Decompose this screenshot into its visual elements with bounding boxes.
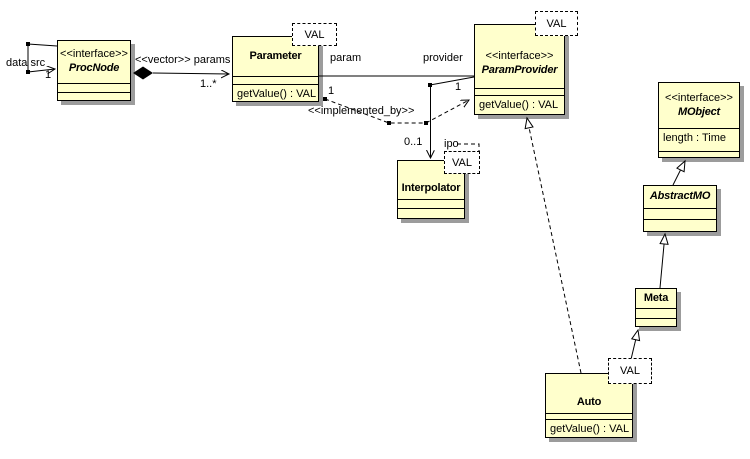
operations-compartment — [636, 318, 676, 326]
operations-compartment — [659, 151, 739, 157]
role-label-data-src: data src — [6, 57, 46, 69]
operations-compartment — [58, 92, 130, 100]
operations-compartment — [644, 219, 716, 231]
class-abstractmo[interactable]: AbstractMO — [643, 185, 717, 232]
operations-compartment: getValue() : VAL — [233, 84, 318, 100]
attributes-compartment — [58, 83, 130, 92]
class-name: Parameter — [249, 49, 302, 62]
template-param-box-interpolator[interactable]: VAL — [444, 151, 480, 174]
role-label-ipo: ipo — [444, 138, 459, 150]
class-name: ParamProvider — [481, 63, 558, 76]
class-parameter[interactable]: Parameter getValue() : VAL — [232, 36, 319, 102]
stereotype-label: <<interface>> — [485, 49, 554, 62]
attributes-compartment — [644, 208, 716, 219]
class-paramprovider[interactable]: <<interface>> ParamProvider getValue() :… — [474, 24, 565, 115]
operation-getvalue: getValue() : VAL — [550, 423, 630, 435]
class-name: Interpolator — [401, 182, 461, 195]
attributes-compartment — [475, 88, 564, 95]
multiplicity-ipo: 0..1 — [404, 136, 423, 148]
stereotype-label: <<interface>> — [60, 48, 128, 61]
class-name: Meta — [643, 291, 669, 304]
multiplicity-params: 1..* — [200, 78, 217, 90]
template-param-box-auto[interactable]: VAL — [608, 358, 652, 384]
edge-realization-auto-paramprovider[interactable] — [524, 116, 582, 374]
multiplicity-impl-target: 1 — [455, 81, 462, 93]
operations-compartment: getValue() : VAL — [546, 419, 632, 435]
template-param-label: VAL — [452, 156, 472, 169]
role-label-provider: provider — [423, 52, 463, 64]
class-procnode[interactable]: <<interface>> ProcNode — [57, 40, 131, 101]
operations-compartment: getValue() : VAL — [475, 95, 564, 111]
template-param-label: VAL — [546, 17, 567, 30]
edge-generalization-abstractmo-mobject[interactable] — [672, 159, 686, 186]
multiplicity-data-src: 1 — [45, 69, 52, 81]
template-param-box-paramprovider[interactable]: VAL — [535, 11, 578, 36]
stereotype-label-implemented-by: <<implemented_by>> — [308, 105, 415, 117]
multiplicity-impl-source: 1 — [328, 85, 335, 97]
attribute-length: length : Time — [663, 132, 726, 144]
template-param-box-parameter[interactable]: VAL — [292, 23, 337, 46]
operation-getvalue: getValue() : VAL — [237, 88, 317, 100]
class-name: ProcNode — [68, 62, 120, 74]
attributes-compartment — [233, 76, 318, 84]
class-name: AbstractMO — [649, 190, 711, 203]
class-auto[interactable]: Auto getValue() : VAL — [545, 373, 633, 438]
edge-generalization-meta-abstractmo[interactable] — [659, 232, 669, 289]
attributes-compartment — [398, 199, 464, 208]
template-param-label: VAL — [304, 28, 325, 41]
stereotype-label: <<interface>> — [665, 91, 733, 104]
template-param-label: VAL — [620, 365, 640, 377]
operation-getvalue: getValue() : VAL — [479, 99, 559, 111]
role-label-param: param — [330, 52, 362, 64]
attributes-compartment — [636, 308, 676, 318]
class-name: MObject — [678, 105, 720, 118]
class-interpolator[interactable]: Interpolator — [397, 160, 465, 219]
edge-tether-ipo-val[interactable] — [457, 143, 480, 151]
association-label-vector-params: <<vector>> params — [135, 54, 231, 66]
class-mobject[interactable]: <<interface>> MObject length : Time — [658, 82, 740, 158]
attributes-compartment — [546, 413, 632, 419]
class-meta[interactable]: Meta — [635, 288, 677, 327]
operations-compartment — [398, 208, 464, 218]
attributes-compartment: length : Time — [659, 128, 739, 151]
class-name: Auto — [576, 396, 602, 409]
